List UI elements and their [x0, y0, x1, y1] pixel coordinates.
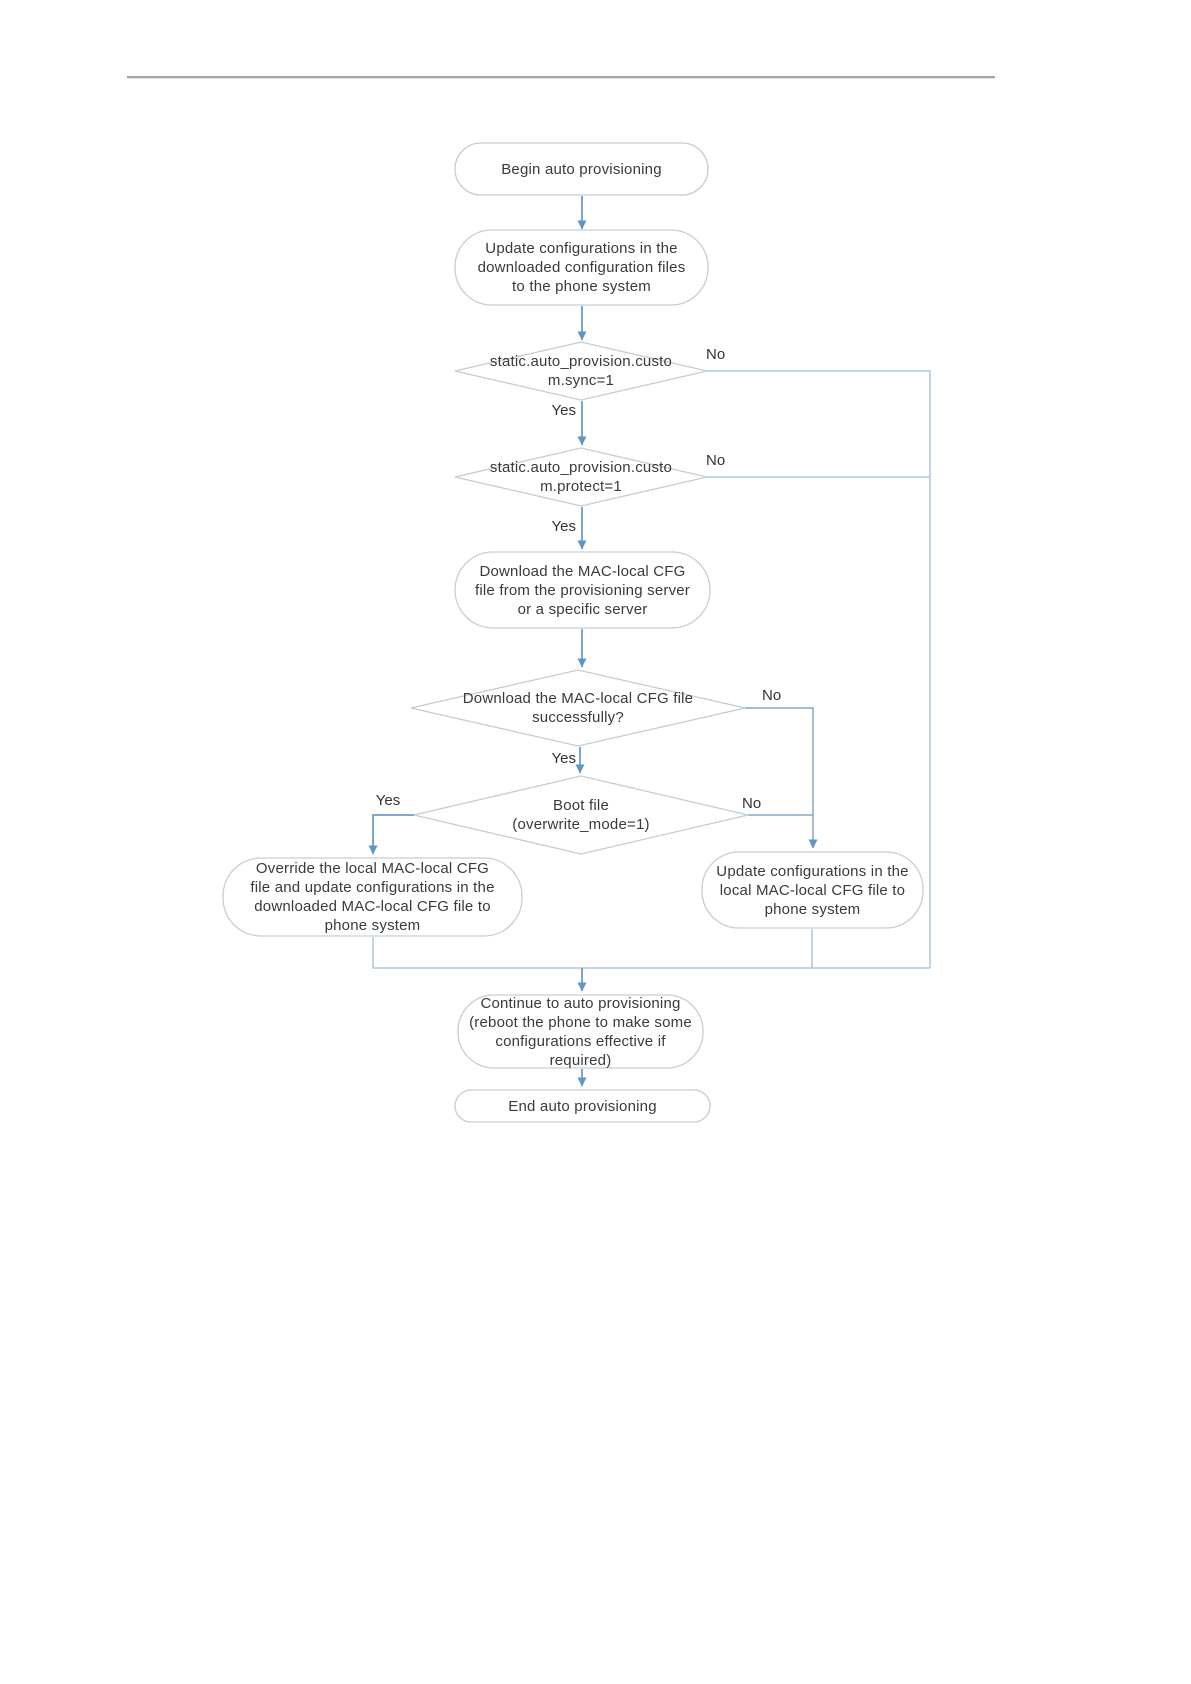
branch-boot-yes-label: Yes — [375, 792, 401, 809]
node-end-shape — [454, 1089, 711, 1123]
node-decision-sync-label: static.auto_provision.custo m.sync=1 — [489, 353, 673, 389]
node-update-downloaded-shape — [454, 229, 709, 306]
edge-success-no — [745, 707, 818, 849]
node-begin-label: Begin auto provisioning — [501, 160, 662, 178]
node-end-label: End auto provisioning — [508, 1097, 657, 1115]
branch-sync-yes-label: Yes — [551, 402, 576, 419]
node-download-cfg-label: Download the MAC-local CFG file from the… — [474, 562, 691, 618]
branch-success-yes-label: Yes — [551, 750, 576, 767]
node-decision-bootfile-shape — [413, 775, 749, 855]
branch-protect-yes-label: Yes — [551, 518, 576, 535]
node-override-local-shape — [222, 857, 523, 937]
header-rule — [127, 76, 995, 79]
branch-protect-no-label: No — [706, 452, 726, 469]
node-continue-shape — [457, 994, 704, 1069]
edge-merge-left — [372, 937, 930, 969]
branch-sync-no-label: No — [706, 346, 726, 363]
node-update-local-shape — [701, 851, 924, 929]
node-continue-label: Continue to auto provisioning (reboot th… — [469, 994, 692, 1069]
node-decision-success-shape — [410, 669, 746, 747]
node-download-cfg-shape — [454, 551, 711, 629]
node-begin-shape — [454, 142, 709, 196]
node-decision-protect-shape — [454, 447, 708, 507]
node-override-local-label: Override the local MAC-local CFG file an… — [250, 860, 495, 934]
edge-sync-no — [707, 370, 931, 968]
branch-success-no-label: No — [762, 687, 782, 704]
node-decision-success-label: Download the MAC-local CFG file successf… — [462, 690, 694, 726]
edge-boot-yes — [368, 814, 414, 855]
node-decision-bootfile-label: Boot file (overwrite_mode=1) — [512, 797, 650, 833]
node-update-local-label: Update configurations in the local MAC-l… — [716, 862, 909, 918]
node-decision-protect-label: static.auto_provision.custo m.protect=1 — [489, 459, 673, 495]
branch-boot-no-label: No — [742, 795, 762, 812]
node-update-downloaded-label: Update configurations in the downloaded … — [477, 240, 686, 295]
node-decision-sync-shape — [454, 341, 708, 401]
